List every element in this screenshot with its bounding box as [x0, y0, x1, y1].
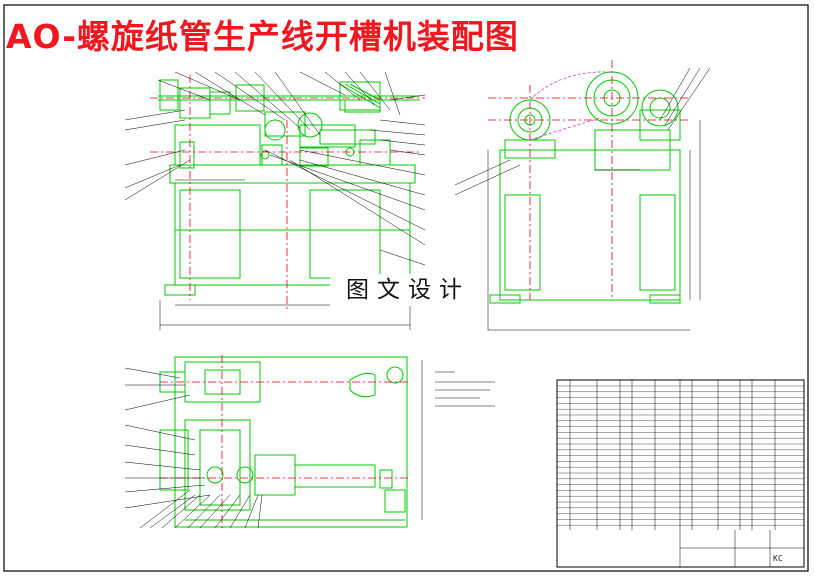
top-view: [159, 356, 408, 528]
top-centerlines: [160, 355, 410, 530]
front-centerlines: [150, 75, 425, 310]
front-leader-lines: [124, 71, 426, 266]
side-dimensions: [454, 67, 711, 331]
belt-path: [529, 71, 613, 141]
parts-list-rows: [557, 385, 804, 526]
side-view: [489, 71, 681, 304]
front-base-frame: [174, 182, 411, 286]
top-leader-lines: [124, 360, 423, 529]
drawing-title: AO-螺旋纸管生产线开槽机装配图: [6, 17, 519, 56]
front-dimensions: [159, 179, 411, 330]
side-centerlines: [488, 60, 690, 300]
title-block-code: KC: [773, 554, 783, 563]
top-base-frame: [174, 356, 408, 528]
drawing-border: [3, 4, 809, 572]
watermark-text: 图文设计: [330, 274, 486, 306]
front-view: [158, 79, 420, 296]
parts-list-table: [556, 379, 805, 568]
technical-notes: [435, 371, 495, 407]
side-base-frame: [499, 149, 681, 301]
